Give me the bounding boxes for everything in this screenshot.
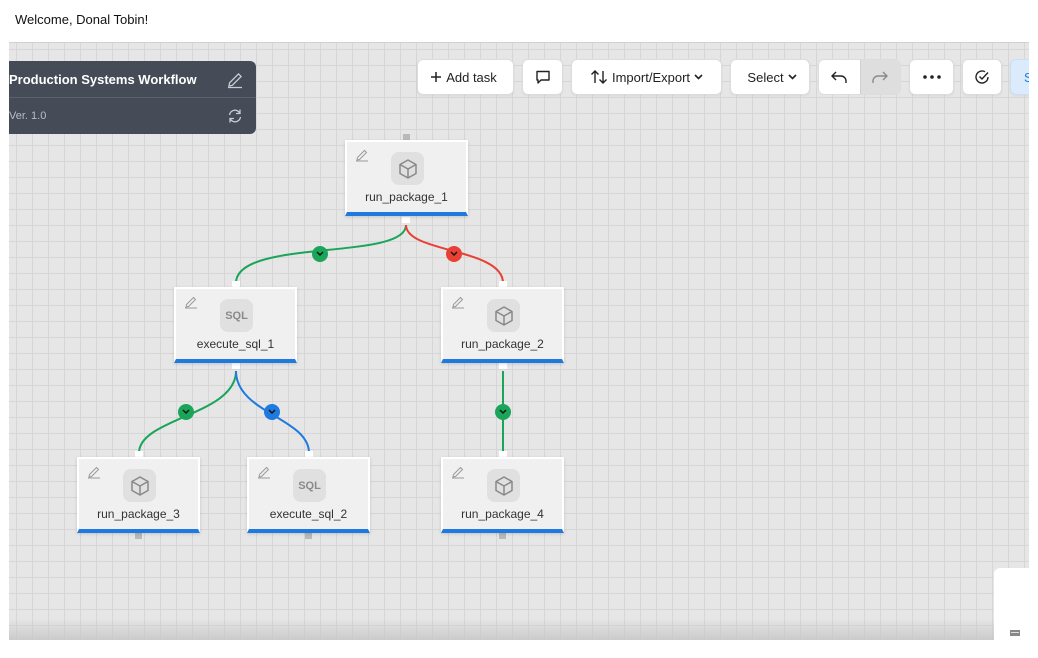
input-port[interactable] (499, 451, 507, 457)
output-port[interactable] (499, 533, 506, 539)
sync-icon[interactable] (226, 107, 244, 125)
pencil-icon[interactable] (451, 295, 465, 309)
chevron-down-icon (787, 74, 797, 80)
add-task-button[interactable]: Add task (417, 59, 514, 95)
node-name: execute_sql_2 (269, 507, 348, 521)
node-name: run_package_3 (97, 507, 180, 521)
output-port[interactable] (232, 363, 240, 369)
input-port[interactable] (232, 281, 240, 287)
success-badge[interactable] (495, 404, 511, 420)
ellipsis-icon (922, 75, 941, 79)
task-node[interactable]: run_package_3 (77, 457, 200, 533)
check-circle-icon (975, 70, 989, 84)
comment-button[interactable] (522, 59, 563, 95)
workflow-version: Ver. 1.0 (9, 110, 47, 122)
sort-arrows-icon (590, 70, 607, 84)
success-badge[interactable] (312, 246, 328, 262)
task-node[interactable]: SQL execute_sql_2 (247, 457, 370, 533)
sql-icon: SQL (220, 299, 253, 332)
more-options-button[interactable] (909, 59, 954, 95)
node-name: execute_sql_1 (196, 337, 275, 351)
package-icon (487, 299, 520, 332)
failure-badge[interactable] (446, 246, 462, 262)
undo-redo-group (818, 59, 901, 95)
input-port[interactable] (499, 281, 507, 287)
workflow-info-panel: Production Systems Workflow Ver. 1.0 (9, 61, 256, 134)
workflow-title: Production Systems Workflow (9, 72, 197, 87)
import-export-button[interactable]: Import/Export (571, 59, 722, 95)
pencil-icon[interactable] (451, 465, 465, 479)
validate-button[interactable] (962, 59, 1002, 95)
input-port[interactable] (305, 451, 313, 457)
package-icon (487, 469, 520, 502)
task-node[interactable]: run_package_2 (441, 287, 564, 363)
output-port[interactable] (135, 533, 142, 539)
panel-divider (9, 97, 256, 98)
output-port[interactable] (402, 217, 410, 223)
output-port[interactable] (499, 363, 507, 369)
save-button[interactable]: S (1010, 59, 1029, 95)
workflow-canvas[interactable]: run_package_1 SQL execute_sql_1 run_pack… (9, 42, 1029, 640)
minimap-toggle-icon[interactable] (1009, 629, 1021, 637)
comment-icon (535, 70, 550, 84)
pencil-icon[interactable] (226, 71, 244, 89)
undo-button[interactable] (819, 60, 860, 94)
task-node[interactable]: run_package_4 (441, 457, 564, 533)
select-button[interactable]: Select (730, 59, 810, 95)
pencil-icon[interactable] (184, 295, 198, 309)
node-name: run_package_1 (365, 190, 448, 204)
success-badge[interactable] (178, 404, 194, 420)
complete-badge[interactable] (264, 404, 280, 420)
redo-icon (872, 71, 889, 83)
package-icon (391, 152, 424, 185)
pencil-icon[interactable] (355, 148, 369, 162)
task-node[interactable]: run_package_1 (345, 140, 468, 216)
chevron-down-icon (694, 74, 703, 80)
package-icon (123, 469, 156, 502)
welcome-message: Welcome, Donal Tobin! (15, 12, 149, 27)
minimap[interactable] (994, 568, 1029, 640)
node-name: run_package_2 (461, 337, 544, 351)
pencil-icon[interactable] (87, 465, 101, 479)
output-port[interactable] (305, 533, 312, 539)
node-name: run_package_4 (461, 507, 544, 521)
sql-icon: SQL (293, 469, 326, 502)
task-node[interactable]: SQL execute_sql_1 (174, 287, 297, 363)
input-port[interactable] (403, 134, 410, 140)
pencil-icon[interactable] (257, 465, 271, 479)
undo-icon (831, 71, 847, 83)
plus-icon (431, 72, 442, 82)
redo-button[interactable] (859, 60, 900, 94)
input-port[interactable] (135, 451, 143, 457)
canvas-bottom-shadow (9, 618, 1029, 640)
